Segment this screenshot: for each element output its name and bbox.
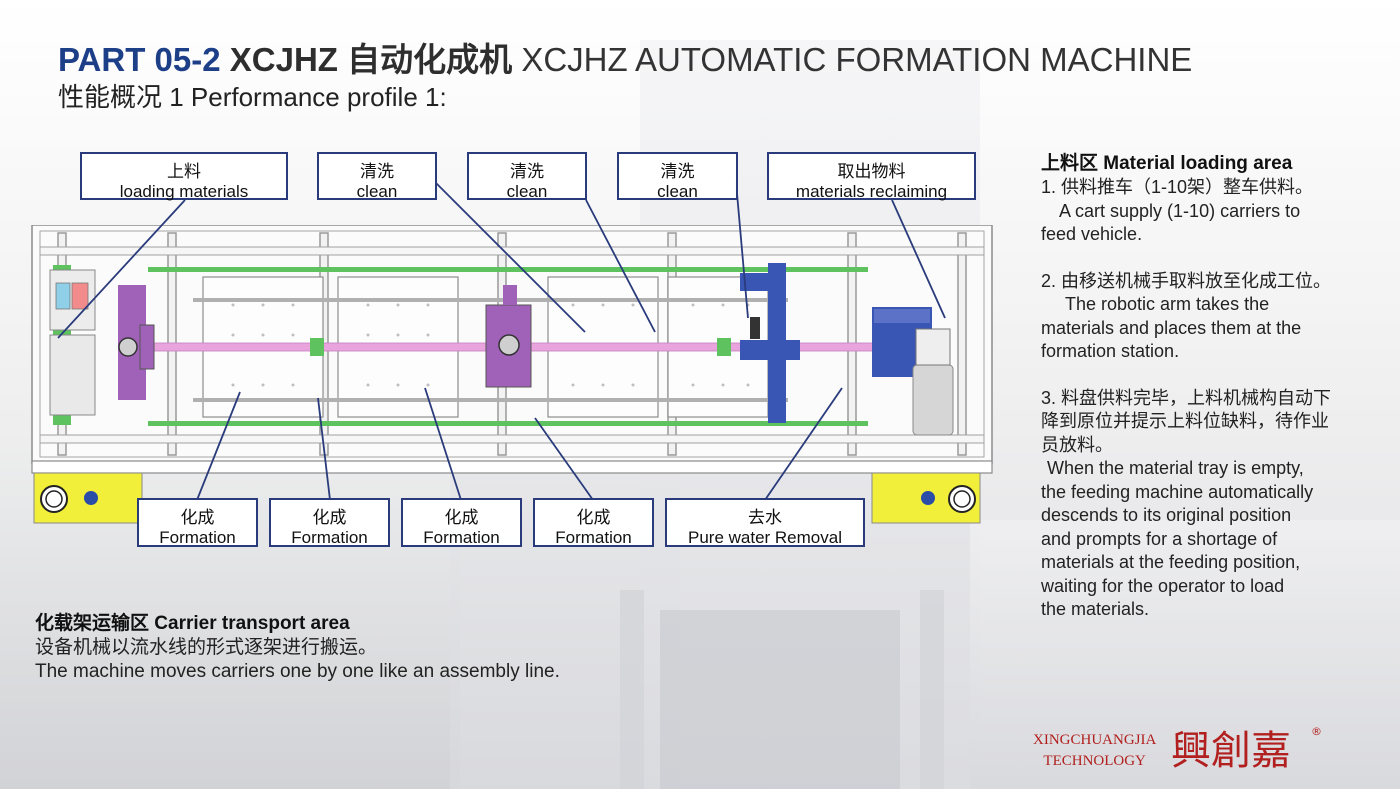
- carrier-area-en: The machine moves carriers one by one li…: [35, 661, 560, 682]
- drive-gear: [118, 337, 138, 357]
- callout-water-removal: 去水 Pure water Removal: [665, 498, 865, 547]
- callout-formation: 化成 Formation: [137, 498, 258, 547]
- drive-gear: [498, 334, 520, 356]
- loading-item-2-zh: 2. 由移送机械手取料放至化成工位。: [1041, 270, 1332, 291]
- purple-unit: [139, 324, 155, 370]
- black-gripper: [750, 317, 760, 339]
- callout-label-en: Formation: [159, 528, 236, 547]
- page-title: PART 05-2 XCJHZ 自动化成机 XCJHZ AUTOMATIC FO…: [58, 38, 1192, 82]
- brand-logo: 興創嘉 ®: [1171, 725, 1322, 774]
- loading-item-2-en: formation station.: [1041, 341, 1180, 361]
- page-subtitle: 性能概况 1 Performance profile 1:: [58, 82, 447, 112]
- callout-label-en: clean: [657, 182, 698, 201]
- loading-item-1-en: A cart supply (1-10) carriers to: [1059, 200, 1301, 221]
- callout-materials-reclaiming: 取出物料 materials reclaiming: [767, 152, 976, 201]
- registered-mark: ®: [1311, 725, 1322, 738]
- callout-label-en: materials reclaiming: [795, 182, 948, 201]
- loading-item-3-en: and prompts for a shortage of: [1041, 528, 1278, 549]
- loading-item-1-en: feed vehicle.: [1041, 224, 1143, 244]
- building-door: [660, 610, 900, 789]
- callout-label-zh: 上料: [167, 162, 201, 181]
- loading-item-3-en: waiting for the operator to load: [1041, 575, 1285, 596]
- blue-arm: [740, 340, 800, 360]
- loading-item-3-en: the materials.: [1041, 599, 1150, 619]
- loading-item-3-zh: 降到原位并提示上料位缺料，待作业: [1041, 411, 1329, 431]
- callout-label-en: clean: [356, 182, 398, 201]
- loading-item-2-en: materials and places them at the: [1041, 317, 1302, 338]
- fan-icon: [948, 485, 976, 513]
- blue-unit-top: [874, 309, 930, 323]
- title-model: XCJHZ 自动化成机: [229, 41, 513, 78]
- callout-formation: 化成 Formation: [401, 498, 522, 547]
- loading-item-1-zh: 1. 供料推车（1-10架）整车供料。: [1041, 177, 1314, 197]
- callout-label-en: Formation: [423, 528, 500, 547]
- button-icon: [921, 491, 935, 505]
- loading-item-3-en: the feeding machine automatically: [1041, 481, 1314, 502]
- motor-box: [915, 328, 951, 366]
- loading-item-3-zh: 员放料。: [1041, 434, 1113, 455]
- callout-label-zh: 化成: [180, 508, 215, 527]
- carrier-area-description: 化载架运输区 Carrier transport area 设备机械以流水线的形…: [35, 612, 560, 684]
- callout-label-zh: 清洗: [360, 162, 394, 181]
- callout-label-en: Pure water Removal: [687, 528, 842, 547]
- callout-loading-materials: 上料 loading materials: [80, 152, 288, 201]
- blue-arm: [740, 273, 772, 291]
- callout-clean: 清洗 clean: [467, 152, 587, 201]
- brand-text: XINGCHUANGJIA TECHNOLOGY: [1033, 730, 1156, 772]
- callout-formation: 化成 Formation: [269, 498, 390, 547]
- loading-item-2-en: The robotic arm takes the: [1065, 294, 1270, 314]
- base-rail: [31, 460, 993, 474]
- callout-label-en: Formation: [291, 528, 368, 547]
- building-pillar: [620, 590, 644, 789]
- callout-label-en: loading materials: [119, 182, 249, 201]
- green-clamp: [717, 338, 731, 356]
- callout-label-zh: 清洗: [510, 162, 544, 181]
- fan-icon: [40, 485, 68, 513]
- loading-item-3-en: descends to its original position: [1041, 505, 1292, 525]
- callout-formation: 化成 Formation: [533, 498, 654, 547]
- callout-label-zh: 化成: [444, 508, 479, 527]
- loading-item-3-zh: 3. 料盘供料完毕，上料机械构自动下: [1041, 387, 1332, 408]
- building-pillar: [920, 590, 944, 789]
- brand-name: XINGCHUANGJIA: [1033, 732, 1157, 748]
- loading-item-3-en: When the material tray is empty,: [1047, 458, 1304, 478]
- callout-label-en: Formation: [555, 528, 632, 547]
- carrier-area-zh: 设备机械以流水线的形式逐架进行搬运。: [35, 637, 378, 658]
- callout-label-zh: 化成: [312, 508, 347, 527]
- callout-clean: 清洗 clean: [317, 152, 437, 201]
- machine-drawing: [31, 225, 993, 524]
- loading-button: [71, 282, 89, 310]
- callout-label-zh: 去水: [748, 508, 782, 527]
- purple-unit: [503, 285, 517, 305]
- green-clamp: [310, 338, 324, 356]
- loading-area-title: 上料区 Material loading area: [1041, 153, 1293, 174]
- callout-label-en: clean: [506, 182, 548, 201]
- loading-area-description: 上料区 Material loading area 1. 供料推车（1-10架）…: [1041, 152, 1371, 622]
- button-icon: [84, 491, 98, 505]
- carrier-area-title: 化载架运输区 Carrier transport area: [35, 613, 350, 634]
- callout-label-zh: 取出物料: [837, 162, 906, 181]
- title-english: XCJHZ AUTOMATIC FORMATION MACHINE: [521, 41, 1193, 78]
- brand-sub: TECHNOLOGY: [1043, 753, 1146, 769]
- callout-label-zh: 清洗: [660, 162, 695, 181]
- loading-item-3-en: materials at the feeding position,: [1041, 552, 1301, 572]
- callout-clean: 清洗 clean: [617, 152, 738, 201]
- loading-screen: [55, 282, 71, 310]
- logo-glyphs: 興創嘉: [1171, 728, 1291, 774]
- loading-base: [49, 334, 96, 416]
- title-part: PART 05-2: [58, 41, 221, 78]
- callout-label-zh: 化成: [576, 508, 611, 527]
- building-right: [970, 520, 1400, 789]
- motor-cylinder: [912, 364, 954, 436]
